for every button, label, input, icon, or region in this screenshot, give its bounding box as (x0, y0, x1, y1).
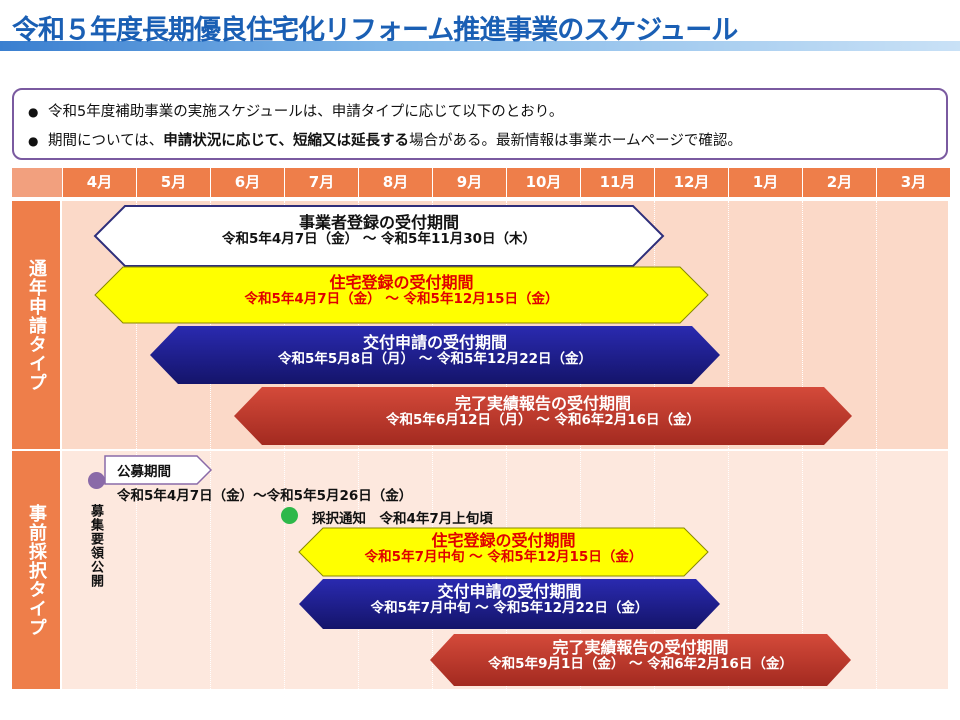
recruitment-period-box (104, 455, 213, 485)
month-grid-line (210, 201, 211, 689)
page-title: 令和５年度長期優良住宅化リフォーム推進事業のスケジュール (12, 15, 738, 46)
month-grid-line (580, 201, 581, 689)
prior-housing-registration-text: 住宅登録の受付期間 令和5年7月中旬 ～ 令和5年12月15日（金） (299, 531, 708, 566)
prior-grant-application-bar (299, 579, 720, 629)
month-header-cell: 4月 (62, 168, 136, 197)
month-header-cell: 9月 (432, 168, 506, 197)
completion-report-text: 完了実績報告の受付期間 令和5年6月12日（月） ～ 令和6年2月16日（金） (234, 394, 852, 429)
month-header-cell: 5月 (136, 168, 210, 197)
selection-notice-text: 採択通知 令和4年7月上旬頃 (312, 511, 493, 527)
month-header-cell: 1月 (728, 168, 802, 197)
grant-application-text: 交付申請の受付期間 令和5年5月8日（月） ～ 令和5年12月22日（金） (150, 333, 720, 368)
grant-application-bar (150, 326, 720, 384)
completion-report-bar (234, 387, 852, 445)
month-grid-line (802, 201, 803, 689)
title-bar: 令和５年度長期優良住宅化リフォーム推進事業のスケジュール (0, 0, 960, 56)
operator-registration-title: 事業者登録の受付期間 (298, 213, 459, 232)
note-text-2b-emphasis: 申請状況に応じて、短縮又は延長する (163, 133, 410, 149)
prior-housing-registration-title: 住宅登録の受付期間 (431, 531, 576, 550)
grant-application-dates: 令和5年5月8日（月） ～ 令和5年12月22日（金） (277, 351, 593, 368)
month-grid-line (654, 201, 655, 689)
prior-housing-registration-dates: 令和5年7月中旬 ～ 令和5年12月15日（金） (364, 549, 643, 566)
month-header-cell: 7月 (284, 168, 358, 197)
housing-registration-bar (94, 266, 709, 324)
operator-registration-bar (93, 205, 665, 267)
title-underline (0, 41, 960, 51)
recruitment-period-text: 公募期間 令和5年4月7日（金）～令和5年5月26日（金） (117, 460, 412, 504)
prior-completion-report-dates: 令和5年9月1日（金） ～ 令和6年2月16日（金） (488, 656, 793, 673)
annual-type-label-text: 通年申請タイプ (26, 258, 47, 392)
grant-application-title: 交付申請の受付期間 (362, 333, 507, 352)
month-header-cell: 11月 (580, 168, 654, 197)
month-grid-line (506, 201, 507, 689)
guideline-label: 募集要領公開 (86, 504, 106, 592)
guideline-dot (88, 472, 105, 489)
month-header-cell: 3月 (876, 168, 950, 197)
month-grid-line (432, 201, 433, 689)
prior-completion-report-bar (430, 634, 851, 686)
housing-registration-text: 住宅登録の受付期間 令和5年4月7日（金） ～ 令和5年12月15日（金） (95, 273, 708, 308)
bullet-icon: ● (28, 105, 39, 119)
prior-completion-report-title: 完了実績報告の受付期間 (552, 638, 729, 657)
guideline-label-text: 募集要領公開 (88, 504, 103, 588)
note-text-2a: 期間については、 (48, 133, 164, 149)
recruitment-period-dates: 令和5年4月7日（金）～令和5年5月26日（金） (117, 488, 413, 504)
month-header-cell: 12月 (654, 168, 728, 197)
selection-notice-dot (281, 507, 298, 524)
annual-type-label: 通年申請タイプ (12, 201, 60, 449)
housing-registration-title: 住宅登録の受付期間 (329, 273, 474, 292)
note-text-2c: 場合がある。最新情報は事業ホームページで確認。 (409, 133, 742, 149)
month-header-cell: 6月 (210, 168, 284, 197)
prior-completion-report-text: 完了実績報告の受付期間 令和5年9月1日（金） ～ 令和6年2月16日（金） (430, 638, 851, 673)
operator-registration-dates: 令和5年4月7日（金） ～ 令和5年11月30日（木） (221, 231, 537, 248)
month-header-cell: 10月 (506, 168, 580, 197)
month-header-corner (12, 168, 62, 197)
prior-grant-application-text: 交付申請の受付期間 令和5年7月中旬 ～ 令和5年12月22日（金） (299, 582, 720, 617)
month-grid-line (876, 201, 877, 689)
prior-housing-registration-bar (298, 527, 709, 577)
notes-box: ● 令和5年度補助事業の実施スケジュールは、申請タイプに応じて以下のとおり。 ● 期… (12, 88, 948, 160)
month-header-cell: 2月 (802, 168, 876, 197)
note-line-1: ● 令和5年度補助事業の実施スケジュールは、申請タイプに応じて以下のとおり。 (28, 100, 563, 121)
housing-registration-dates: 令和5年4月7日（金） ～ 令和5年12月15日（金） (244, 291, 559, 308)
completion-report-title: 完了実績報告の受付期間 (454, 394, 631, 413)
prior-grant-application-title: 交付申請の受付期間 (437, 582, 582, 601)
recruitment-period-title: 公募期間 (117, 464, 171, 480)
bullet-icon: ● (28, 134, 39, 148)
prior-grant-application-dates: 令和5年7月中旬 ～ 令和5年12月22日（金） (370, 600, 649, 617)
month-grid-line (358, 201, 359, 689)
operator-registration-text: 事業者登録の受付期間 令和5年4月7日（金） ～ 令和5年11月30日（木） (95, 213, 663, 248)
prior-type-label-text: 事前採択タイプ (26, 503, 47, 637)
month-header-cell: 8月 (358, 168, 432, 197)
month-grid-line (136, 201, 137, 689)
note-text-1: 令和5年度補助事業の実施スケジュールは、申請タイプに応じて以下のとおり。 (48, 104, 564, 120)
month-grid-line (284, 201, 285, 689)
month-grid-line (728, 201, 729, 689)
prior-type-label: 事前採択タイプ (12, 451, 60, 689)
note-line-2: ● 期間については、申請状況に応じて、短縮又は延長する場合がある。最新情報は事業ホ… (28, 129, 742, 150)
completion-report-dates: 令和5年6月12日（月） ～ 令和6年2月16日（金） (385, 412, 701, 429)
